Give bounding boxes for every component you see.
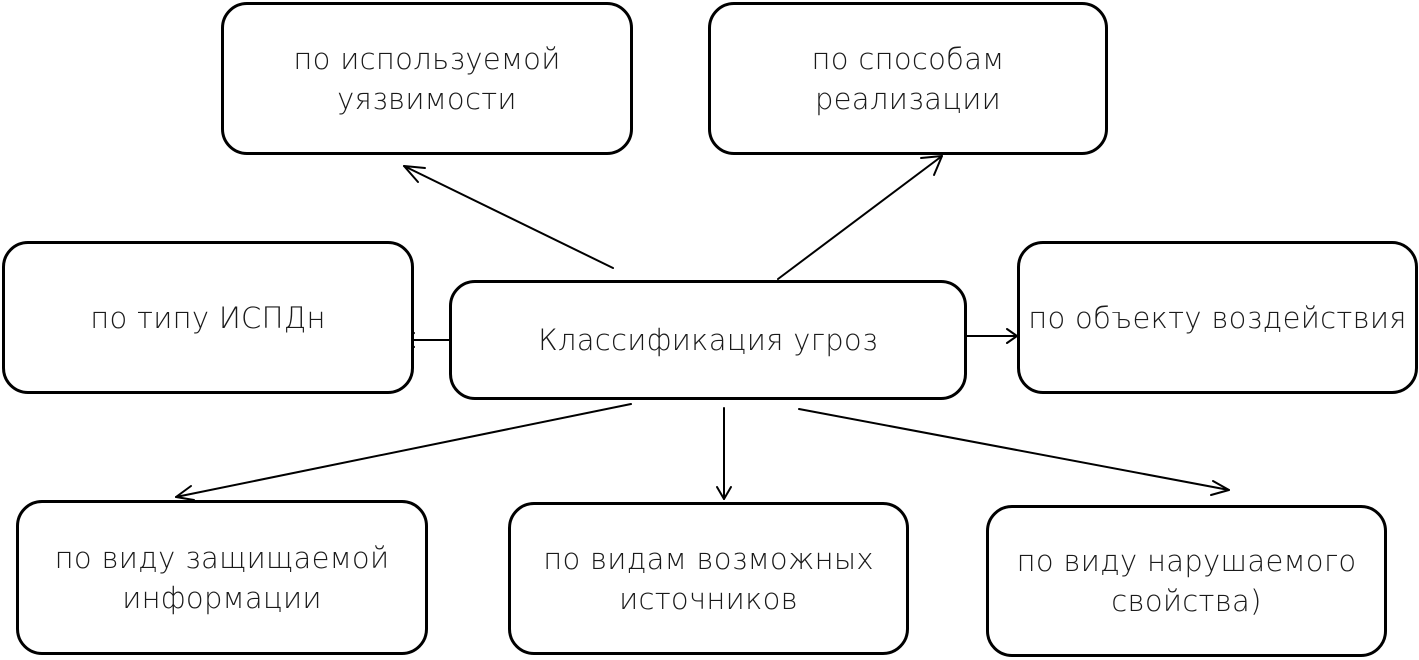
node-sources-line-1: по видам возможных — [543, 541, 874, 576]
node-vulnerability: по используемой уязвимости — [221, 2, 633, 155]
center-label: Классификация угроз — [538, 323, 878, 357]
node-target-label: по объекту воздействия — [1028, 300, 1407, 335]
node-property-line-1: по виду нарушаемого — [1016, 544, 1357, 578]
node-ispdn-type: по типу ИСПДн — [2, 241, 414, 394]
node-methods-line-2: реализации — [814, 81, 1002, 116]
node-property-line-2: свойства) — [1111, 584, 1262, 618]
arrow-to-target — [966, 328, 1018, 344]
node-sources-line-2: источников — [619, 581, 798, 616]
node-info-kind-line-2: информации — [122, 580, 322, 615]
node-info-kind-line-1: по виду защищаемой — [54, 540, 390, 575]
center-node: Классификация угроз — [449, 280, 967, 400]
node-vulnerability-line-2: уязвимости — [337, 81, 517, 116]
node-info-kind: по виду защищаемой информации — [16, 500, 428, 655]
arrow-to-methods — [777, 155, 943, 280]
node-methods: по способам реализации — [708, 2, 1108, 155]
node-property: по виду нарушаемого свойства) — [986, 505, 1387, 657]
arrow-to-info-kind — [175, 403, 632, 501]
node-methods-line-1: по способам — [811, 41, 1005, 76]
arrow-to-property — [798, 408, 1230, 496]
arrow-to-vulnerability — [403, 165, 614, 269]
node-ispdn-type-label: по типу ИСПДн — [90, 300, 326, 335]
node-sources: по видам возможных источников — [508, 502, 909, 655]
node-vulnerability-line-1: по используемой — [293, 41, 561, 76]
arrow-to-sources — [716, 407, 732, 500]
node-target: по объекту воздействия — [1017, 241, 1418, 394]
